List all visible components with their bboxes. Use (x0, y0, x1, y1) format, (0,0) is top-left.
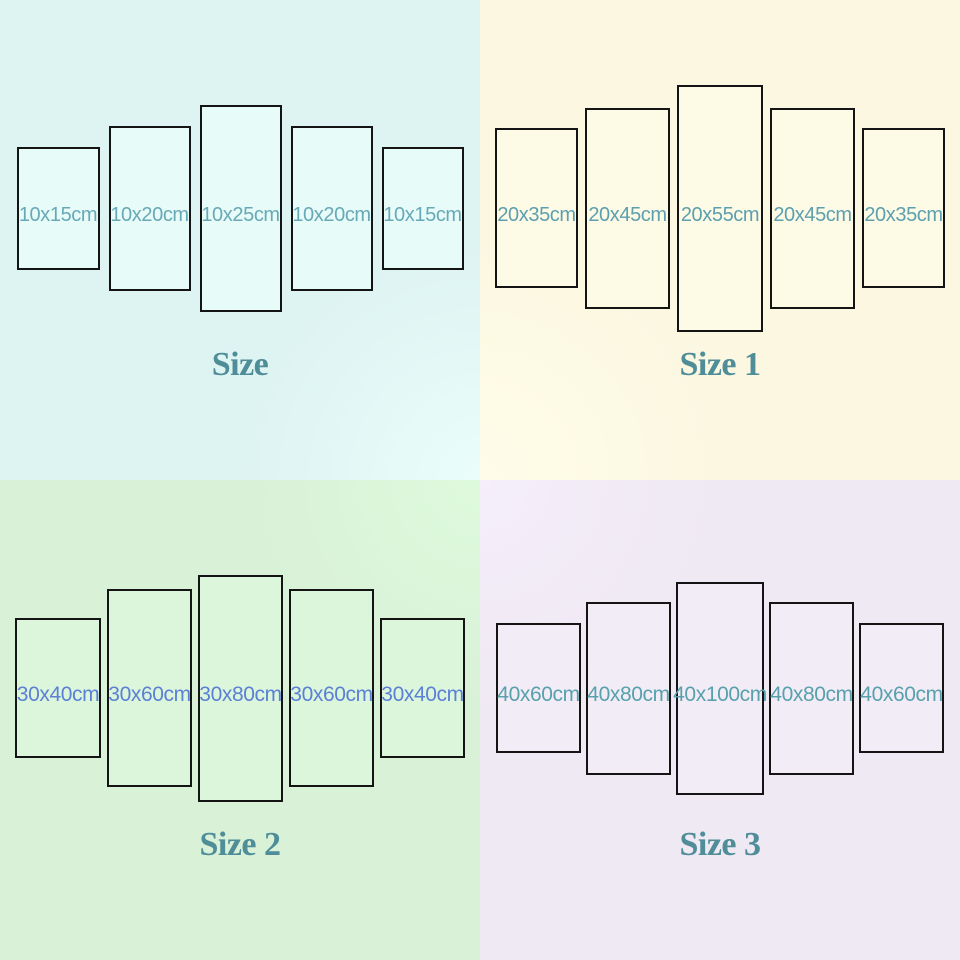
quadrant-title: Size 3 (679, 826, 761, 863)
quadrant-size: 10x15cm 10x20cm 10x25cm 10x20cm 10x15cm … (0, 0, 480, 480)
canvas-panel: 30x40cm (380, 618, 465, 758)
panel-size-label: 30x40cm (381, 683, 464, 706)
panel-size-label: 40x80cm (770, 683, 853, 706)
panel-size-label: 20x35cm (864, 203, 943, 226)
panel-size-label: 30x40cm (16, 683, 100, 706)
canvas-panel: 40x100cm (673, 581, 767, 795)
canvas-panel: 30x40cm (15, 618, 101, 758)
quadrant-title: Size (211, 346, 269, 383)
panel-size-label: 30x60cm (108, 683, 191, 706)
canvas-panel: 10x20cm (108, 125, 191, 291)
panel-size-label: 10x15cm (383, 203, 462, 226)
panel-size-label: 10x20cm (292, 203, 371, 226)
canvas-panel: 40x60cm (496, 623, 581, 753)
canvas-panel: 40x80cm (769, 601, 854, 775)
panel-size-label: 40x100cm (673, 683, 767, 706)
canvas-panel: 20x55cm (677, 84, 763, 332)
canvas-panel: 20x35cm (495, 128, 578, 288)
canvas-panel: 20x45cm (585, 107, 670, 309)
panel-size-label: 20x35cm (497, 203, 576, 226)
quadrant-size-2: 30x40cm 30x60cm 30x80cm 30x60cm 30x40cm … (0, 480, 480, 960)
panel-size-label: 40x80cm (587, 683, 670, 706)
canvas-panel: 40x60cm (859, 623, 944, 753)
canvas-panel: 10x25cm (199, 104, 282, 312)
canvas-panel: 20x35cm (862, 128, 945, 288)
panel-size-label: 10x20cm (110, 203, 189, 226)
quadrant-title: Size 1 (679, 346, 761, 383)
panel-size-label: 30x60cm (290, 683, 373, 706)
panel-size-label: 20x45cm (773, 203, 852, 226)
canvas-panel: 40x80cm (586, 601, 671, 775)
canvas-panel: 10x20cm (290, 125, 373, 291)
canvas-panel: 10x15cm (16, 146, 100, 270)
panel-row: 40x60cm 40x80cm 40x100cm 40x80cm 40x60cm (480, 480, 960, 896)
panel-size-label: 30x80cm (199, 683, 282, 706)
canvas-panel: 10x15cm (381, 146, 464, 270)
canvas-panel: 20x45cm (770, 107, 855, 309)
panel-row: 10x15cm 10x20cm 10x25cm 10x20cm 10x15cm (0, 0, 480, 416)
quadrant-title: Size 2 (199, 826, 281, 863)
quadrant-size-1: 20x35cm 20x45cm 20x55cm 20x45cm 20x35cm … (480, 0, 960, 480)
panel-row: 20x35cm 20x45cm 20x55cm 20x45cm 20x35cm (480, 0, 960, 416)
canvas-panel: 30x80cm (198, 574, 283, 802)
panel-size-label: 40x60cm (497, 683, 580, 706)
panel-size-label: 40x60cm (860, 683, 943, 706)
quadrant-size-3: 40x60cm 40x80cm 40x100cm 40x80cm 40x60cm… (480, 480, 960, 960)
canvas-panel: 30x60cm (107, 589, 192, 787)
panel-size-label: 20x55cm (680, 203, 760, 226)
panel-size-label: 10x25cm (201, 203, 280, 226)
panel-size-label: 10x15cm (18, 203, 98, 226)
canvas-panel: 30x60cm (289, 589, 374, 787)
panel-row: 30x40cm 30x60cm 30x80cm 30x60cm 30x40cm (0, 480, 480, 896)
panel-size-label: 20x45cm (588, 203, 667, 226)
